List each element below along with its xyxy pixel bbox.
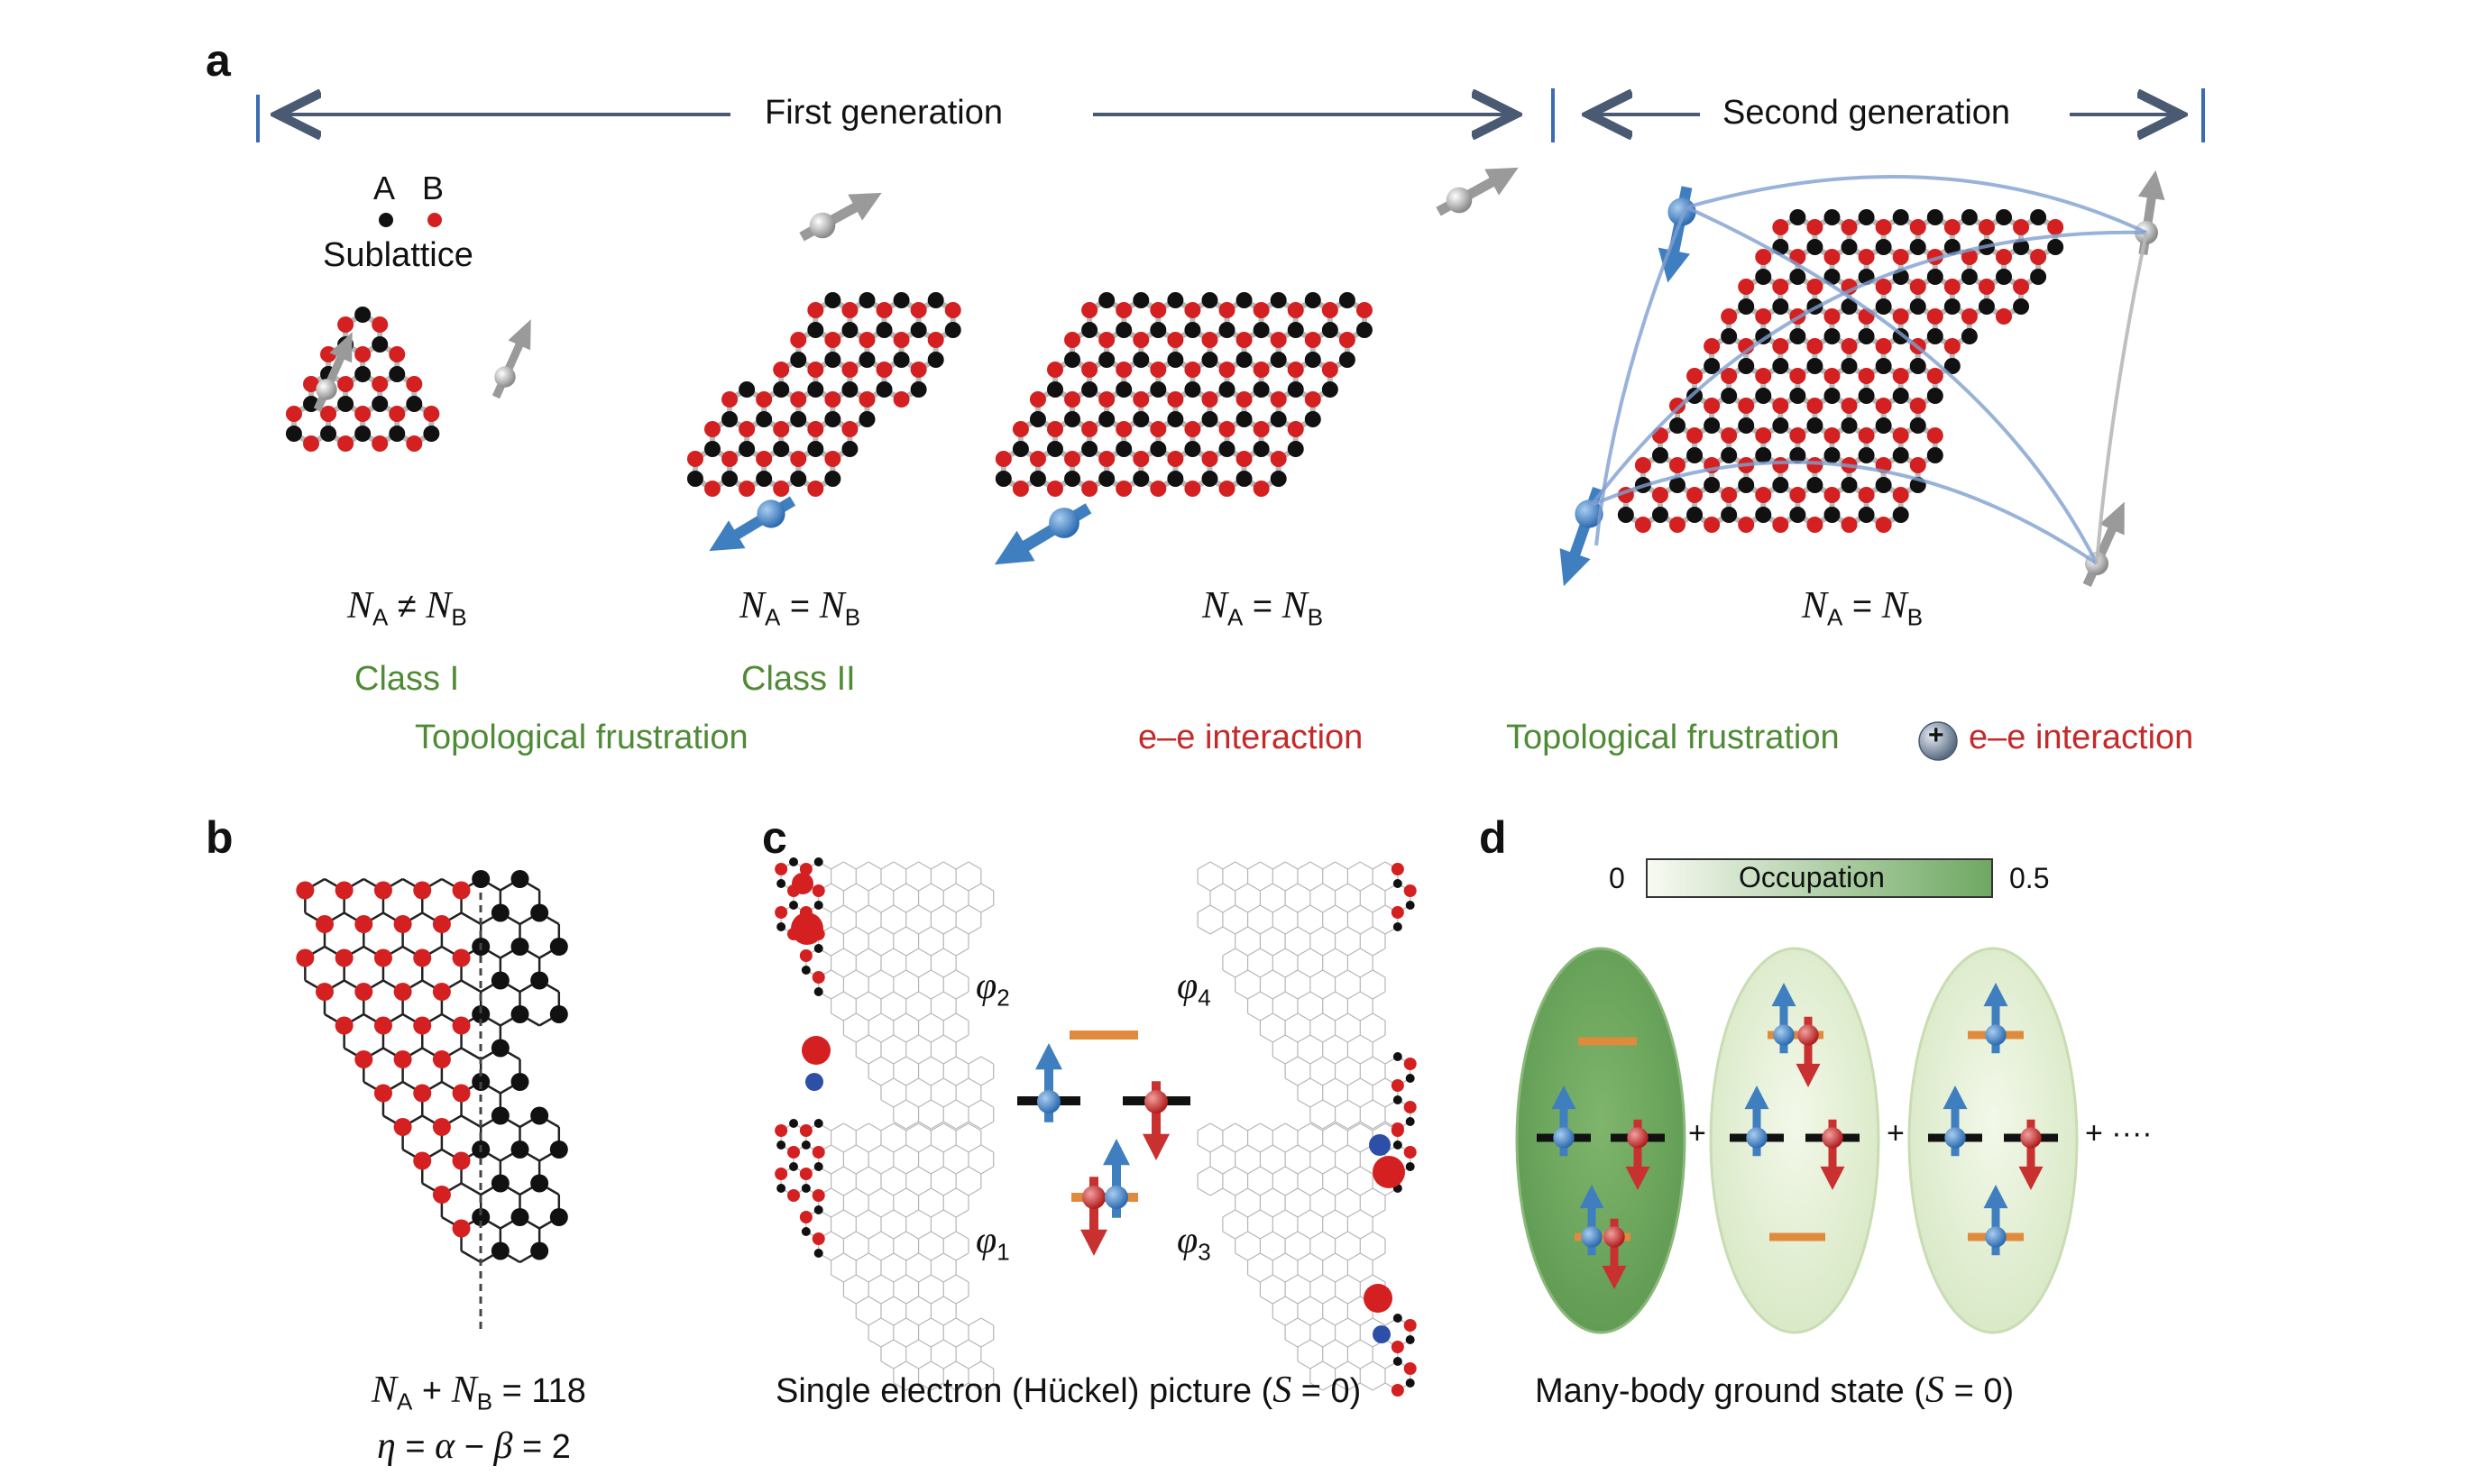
legend-label-b: B xyxy=(422,169,445,206)
panel-letter-d: d xyxy=(1479,812,1507,863)
eq-eta: η = α − β = 2 xyxy=(377,1425,571,1467)
panel-d-configurations xyxy=(1515,947,2079,1334)
molecule-second-generation xyxy=(1617,209,2064,533)
panel-b-lattice xyxy=(296,870,568,1264)
molecule-triangulene xyxy=(285,307,440,452)
eq-sum: NA + NB = 118 xyxy=(372,1369,586,1415)
panel-letter-c: c xyxy=(762,812,787,863)
cbar-label: Occupation xyxy=(1739,861,1885,893)
legend-dot-b xyxy=(427,213,442,227)
topological-frustration-label: Topological frustration xyxy=(415,719,749,756)
legend-dot-a xyxy=(379,213,393,227)
panel-d-spins xyxy=(1551,983,2044,1289)
cbar-max: 0.5 xyxy=(2009,862,2050,894)
legend-sublattice: Sublattice xyxy=(323,236,473,274)
cbar-min: 0 xyxy=(1609,862,1625,894)
plus-ellipsis: + ···· xyxy=(2085,1116,2153,1150)
ee-interaction-label-2: e–e interaction xyxy=(1969,719,2194,756)
eq-second-gen: NA = NB xyxy=(1802,585,1924,631)
panel-c-spins xyxy=(1035,1043,1170,1256)
phi-3-label: φ3 xyxy=(1177,1220,1211,1266)
panel-c-caption: Single electron (Hückel) picture (S = 0) xyxy=(776,1369,1362,1411)
legend-label-a: A xyxy=(373,169,396,206)
phi-2-label: φ2 xyxy=(976,966,1010,1012)
class-ii-label: Class II xyxy=(741,660,856,698)
ee-interaction-label: e–e interaction xyxy=(1138,719,1364,756)
panel-d-caption: Many-body ground state (S = 0) xyxy=(1535,1369,2015,1411)
plus-1: + xyxy=(1688,1116,1706,1150)
phi-4-label: φ4 xyxy=(1177,966,1211,1012)
panel-letter-b: b xyxy=(206,812,234,863)
second-generation-label: Second generation xyxy=(1722,94,2011,132)
occupation-colorbar xyxy=(1646,858,1993,898)
panel-letter-a: a xyxy=(206,35,231,86)
class-i-label: Class I xyxy=(354,660,460,698)
phi-1-label: φ1 xyxy=(976,1220,1010,1266)
plus-ball-symbol: + xyxy=(1928,720,1944,750)
plus-ball-icon xyxy=(1918,721,1958,761)
eq-class-ii: NA = NB xyxy=(739,585,861,631)
eq-na-neq-nb: NA ≠ NB xyxy=(347,585,467,631)
molecule-class-ii xyxy=(686,292,961,497)
panel-c-orbitals xyxy=(775,857,1417,1397)
first-generation-label: First generation xyxy=(765,94,1004,132)
eq-e-e: NA = NB xyxy=(1202,585,1324,631)
spin-coupling-arcs xyxy=(1590,174,2148,565)
plus-2: + xyxy=(1887,1116,1905,1150)
topological-frustration-label-2: Topological frustration xyxy=(1506,719,1840,756)
molecule-e-e xyxy=(995,292,1373,497)
